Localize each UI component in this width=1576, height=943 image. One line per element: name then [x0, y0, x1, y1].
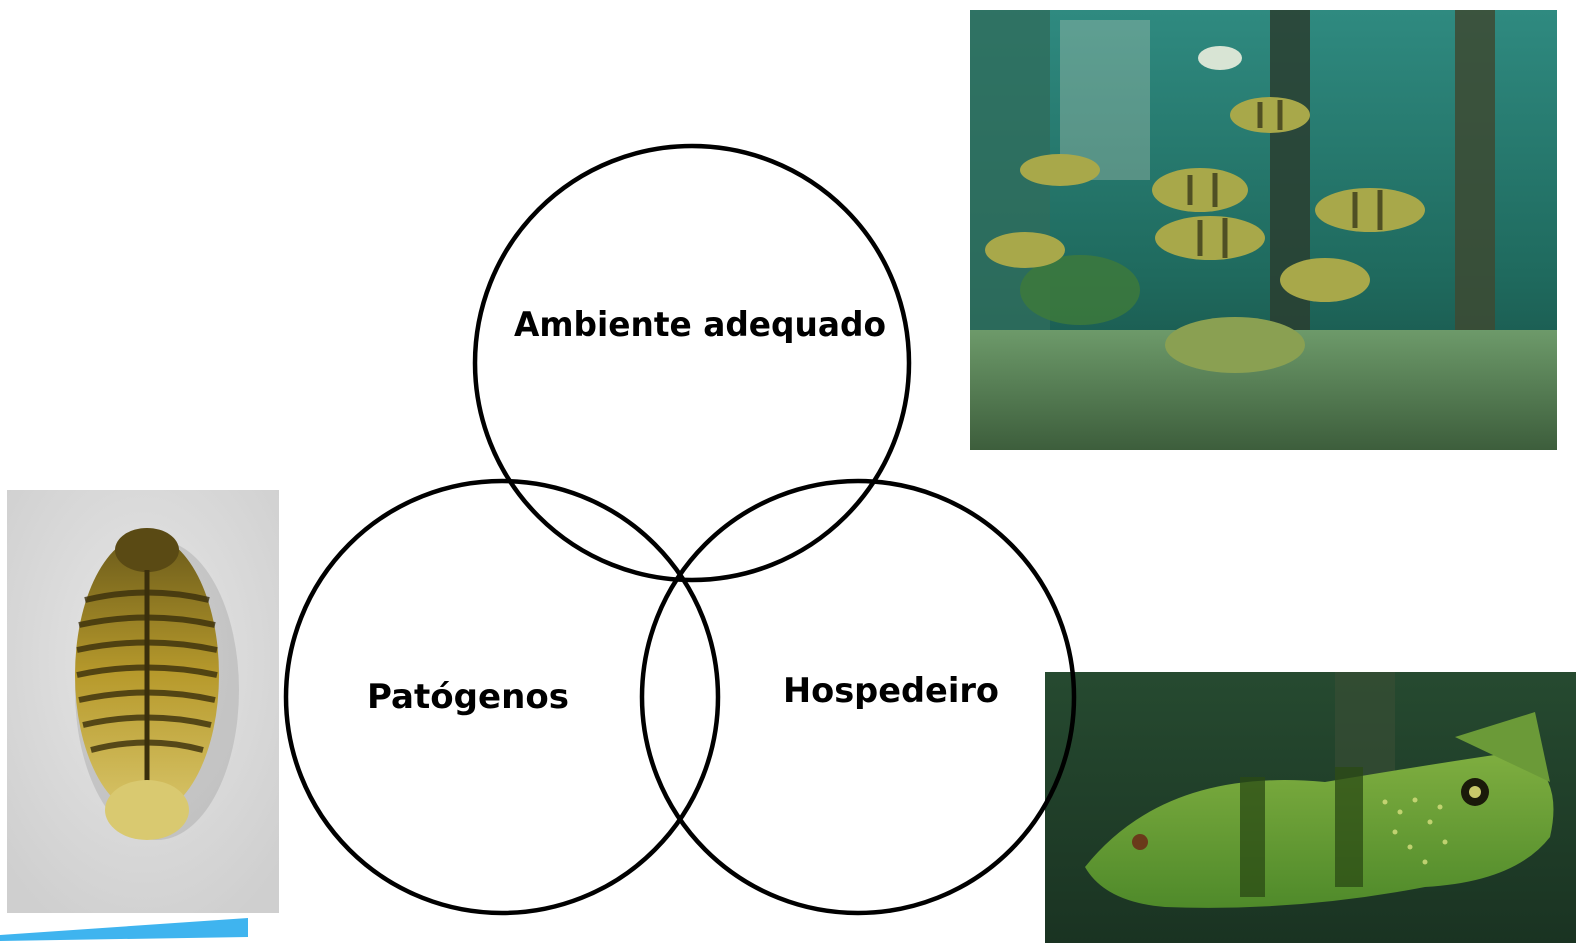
accent-bar: [0, 915, 250, 943]
label-hospedeiro: Hospedeiro: [783, 671, 999, 711]
venn-circle-top: [475, 146, 909, 580]
label-ambiente-adequado: Ambiente adequado: [514, 305, 886, 345]
label-patogenos: Patógenos: [367, 677, 569, 717]
